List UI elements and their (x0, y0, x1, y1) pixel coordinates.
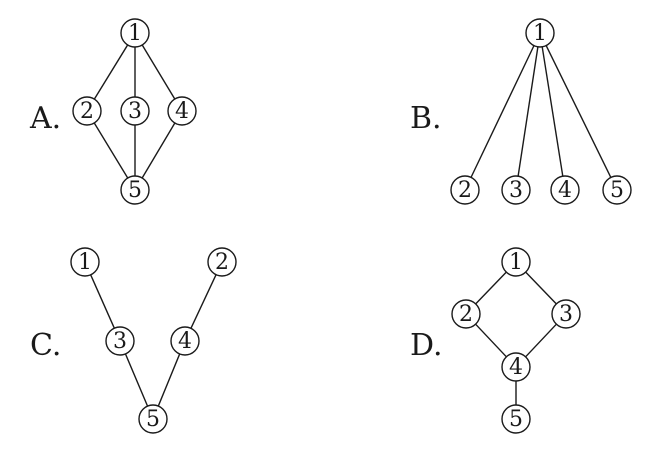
option-d-label: D. (410, 328, 443, 363)
edge-b-1-3 (517, 46, 539, 177)
node-b-4: 4 (550, 175, 580, 205)
node-ring (501, 175, 531, 205)
node-b-5: 5 (602, 175, 632, 205)
node-d-2: 2 (451, 299, 481, 329)
node-ring (602, 175, 632, 205)
option-a-graph: 1 2 3 4 5 A. (29, 18, 197, 205)
node-number: 4 (509, 355, 523, 380)
option-d-graph: 1 2 3 4 5 D. (410, 247, 581, 434)
edge-c-2-4 (190, 274, 217, 329)
node-number: 1 (128, 21, 142, 46)
node-ring (501, 247, 531, 277)
option-b-label: B. (410, 101, 442, 136)
node-c-1: 1 (70, 247, 100, 277)
option-c-graph: 1 2 3 4 5 C. (30, 247, 237, 434)
node-number: 2 (459, 302, 473, 327)
node-ring (120, 18, 150, 48)
edge-d-1-2 (475, 271, 507, 305)
edge-d-2-4 (475, 323, 507, 358)
node-number: 4 (175, 99, 189, 124)
node-number: 3 (128, 99, 142, 124)
node-d-3: 3 (551, 299, 581, 329)
node-d-4: 4 (501, 352, 531, 382)
node-number: 5 (610, 178, 624, 203)
node-ring (550, 175, 580, 205)
node-b-1: 1 (525, 18, 555, 48)
node-ring (501, 352, 531, 382)
node-ring (207, 247, 237, 277)
node-ring (72, 96, 102, 126)
option-c-label: C. (30, 328, 61, 363)
node-number: 5 (509, 407, 523, 432)
edge-a-4-5 (141, 122, 176, 179)
node-ring (551, 299, 581, 329)
edge-d-3-4 (525, 323, 557, 358)
edge-c-1-3 (90, 274, 115, 329)
option-a-label: A. (29, 101, 61, 136)
option-b-graph: 1 2 3 4 5 B. (410, 18, 632, 205)
node-number: 2 (80, 99, 94, 124)
node-number: 1 (78, 250, 92, 275)
edge-c-3-5 (124, 353, 149, 407)
node-ring (501, 404, 531, 434)
edge-a-1-2 (93, 44, 129, 100)
node-number: 4 (178, 329, 192, 354)
edge-c-4-5 (157, 353, 181, 407)
edge-a-2-5 (93, 122, 129, 179)
node-number: 3 (559, 302, 573, 327)
edge-b-1-5 (545, 45, 612, 178)
node-ring (525, 18, 555, 48)
node-number: 1 (533, 21, 547, 46)
node-d-5: 5 (501, 404, 531, 434)
node-c-5: 5 (138, 404, 168, 434)
node-number: 5 (146, 407, 160, 432)
node-ring (138, 404, 168, 434)
node-a-3: 3 (120, 96, 150, 126)
node-number: 3 (113, 329, 127, 354)
node-a-2: 2 (72, 96, 102, 126)
node-c-4: 4 (170, 326, 200, 356)
node-number: 5 (128, 178, 142, 203)
node-ring (167, 96, 197, 126)
node-number: 1 (509, 250, 523, 275)
node-a-1: 1 (120, 18, 150, 48)
node-number: 2 (215, 250, 229, 275)
node-ring (450, 175, 480, 205)
node-ring (451, 299, 481, 329)
node-ring (170, 326, 200, 356)
node-c-2: 2 (207, 247, 237, 277)
node-ring (120, 96, 150, 126)
node-number: 2 (458, 178, 472, 203)
node-a-5: 5 (120, 175, 150, 205)
node-a-4: 4 (167, 96, 197, 126)
edge-b-1-4 (541, 46, 564, 177)
node-ring (120, 175, 150, 205)
edge-d-1-3 (525, 271, 557, 305)
node-number: 3 (509, 178, 523, 203)
node-b-2: 2 (450, 175, 480, 205)
edge-a-1-4 (141, 44, 176, 100)
node-number: 4 (558, 178, 572, 203)
node-c-3: 3 (105, 326, 135, 356)
node-d-1: 1 (501, 247, 531, 277)
node-b-3: 3 (501, 175, 531, 205)
node-ring (70, 247, 100, 277)
node-ring (105, 326, 135, 356)
edge-b-1-2 (470, 45, 535, 178)
